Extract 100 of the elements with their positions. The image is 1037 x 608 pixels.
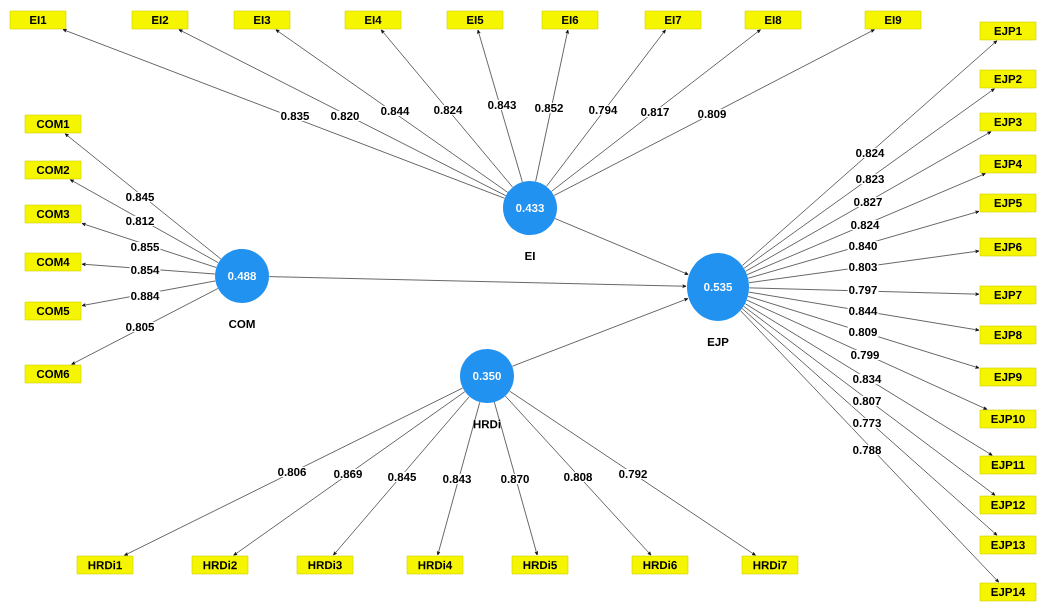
indicator-box: HRDi6 [631,555,689,575]
indicator-box: EJP11 [979,455,1037,475]
indicator-box: EJP12 [979,495,1037,515]
arrow [477,29,523,183]
edge-label: 0.869 [332,468,364,480]
arrow [748,249,980,284]
indicator-box: EJP1 [979,21,1037,41]
edge-label: 0.824 [849,219,881,231]
edge-label: 0.794 [587,104,619,116]
edge-label: 0.805 [124,321,156,333]
edge-label: 0.788 [851,444,883,456]
edge-label: 0.827 [852,196,884,208]
indicator-box: HRDi1 [76,555,134,575]
indicator-box: HRDi3 [296,555,354,575]
edge-label: 0.843 [486,99,518,111]
edge-label: 0.844 [847,305,879,317]
arrow [747,296,980,369]
edge-label: 0.854 [129,264,161,276]
indicator-box: EJP3 [979,112,1037,132]
arrow [748,291,980,332]
arrow [512,298,689,367]
edge-label: 0.823 [854,173,886,185]
edge-label: 0.824 [432,104,464,116]
indicator-box: EI4 [344,10,402,30]
arrow [178,29,507,196]
indicator-box: HRDi2 [191,555,249,575]
indicator-box: EJP4 [979,154,1037,174]
edge-label: 0.845 [386,471,418,483]
indicator-box: COM4 [24,252,82,272]
arrow [546,29,666,187]
arrow [748,287,980,296]
indicator-box: EI1 [9,10,67,30]
indicator-box: EJP13 [979,535,1037,555]
arrow [62,29,505,199]
indicator-box: EJP14 [979,582,1037,602]
edge-label: 0.855 [129,241,161,253]
indicator-box: EJP8 [979,325,1037,345]
indicator-box: EJP10 [979,409,1037,429]
arrow [553,29,875,196]
indicator-box: COM3 [24,204,82,224]
indicator-box: HRDi5 [511,555,569,575]
indicator-box: EI3 [233,10,291,30]
edge-label: 0.792 [617,468,649,480]
arrow [71,288,219,365]
construct-name: EI [525,252,535,260]
arrow [124,387,463,556]
arrow [746,173,986,275]
edge-label: 0.852 [533,102,565,114]
indicator-box: EI7 [644,10,702,30]
arrow [494,401,538,556]
edge-label: 0.817 [639,106,671,118]
arrow [747,210,980,279]
arrow [741,308,998,536]
indicator-box: EJP2 [979,69,1037,89]
edge-label: 0.807 [851,395,883,407]
construct-name: EJP [707,338,729,346]
edge-label: 0.844 [379,105,411,117]
edge-label: 0.835 [279,110,311,122]
arrow [380,29,513,188]
edge-label: 0.845 [124,191,156,203]
edge-label: 0.843 [441,473,473,485]
indicator-box: EI5 [446,10,504,30]
edge-label: 0.834 [851,373,883,385]
indicator-box: EJP9 [979,367,1037,387]
arrow [505,395,652,556]
arrow [275,29,509,193]
arrow [740,310,999,583]
indicator-box: COM1 [24,114,82,134]
edge-label: 0.806 [276,466,308,478]
arrow [554,218,689,275]
edge-label: 0.797 [847,284,879,296]
arrow [743,88,995,269]
edge-label: 0.808 [562,471,594,483]
edge-label: 0.840 [847,240,879,252]
arrow [742,40,998,266]
arrow [744,303,993,456]
indicator-box: COM6 [24,364,82,384]
arrow [268,276,687,288]
arrow [551,29,761,192]
indicator-box: COM5 [24,301,82,321]
indicator-box: EI6 [541,10,599,30]
edge-label: 0.799 [849,349,881,361]
arrow [70,179,219,263]
indicator-box: EI2 [131,10,189,30]
indicator-box: HRDi7 [741,555,799,575]
indicator-box: EJP5 [979,193,1037,213]
edge-label: 0.824 [854,147,886,159]
edge-label: 0.812 [124,215,156,227]
indicator-box: COM2 [24,160,82,180]
edge-label: 0.809 [696,108,728,120]
edge-label: 0.809 [847,326,879,338]
construct-name: HRDi [473,419,501,429]
arrow [746,299,988,410]
arrow [81,223,217,268]
arrow [745,131,992,272]
arrow [333,396,470,556]
arrow [743,306,996,496]
edge-label: 0.803 [847,261,879,273]
arrow [535,29,569,182]
edge-label: 0.870 [499,473,531,485]
